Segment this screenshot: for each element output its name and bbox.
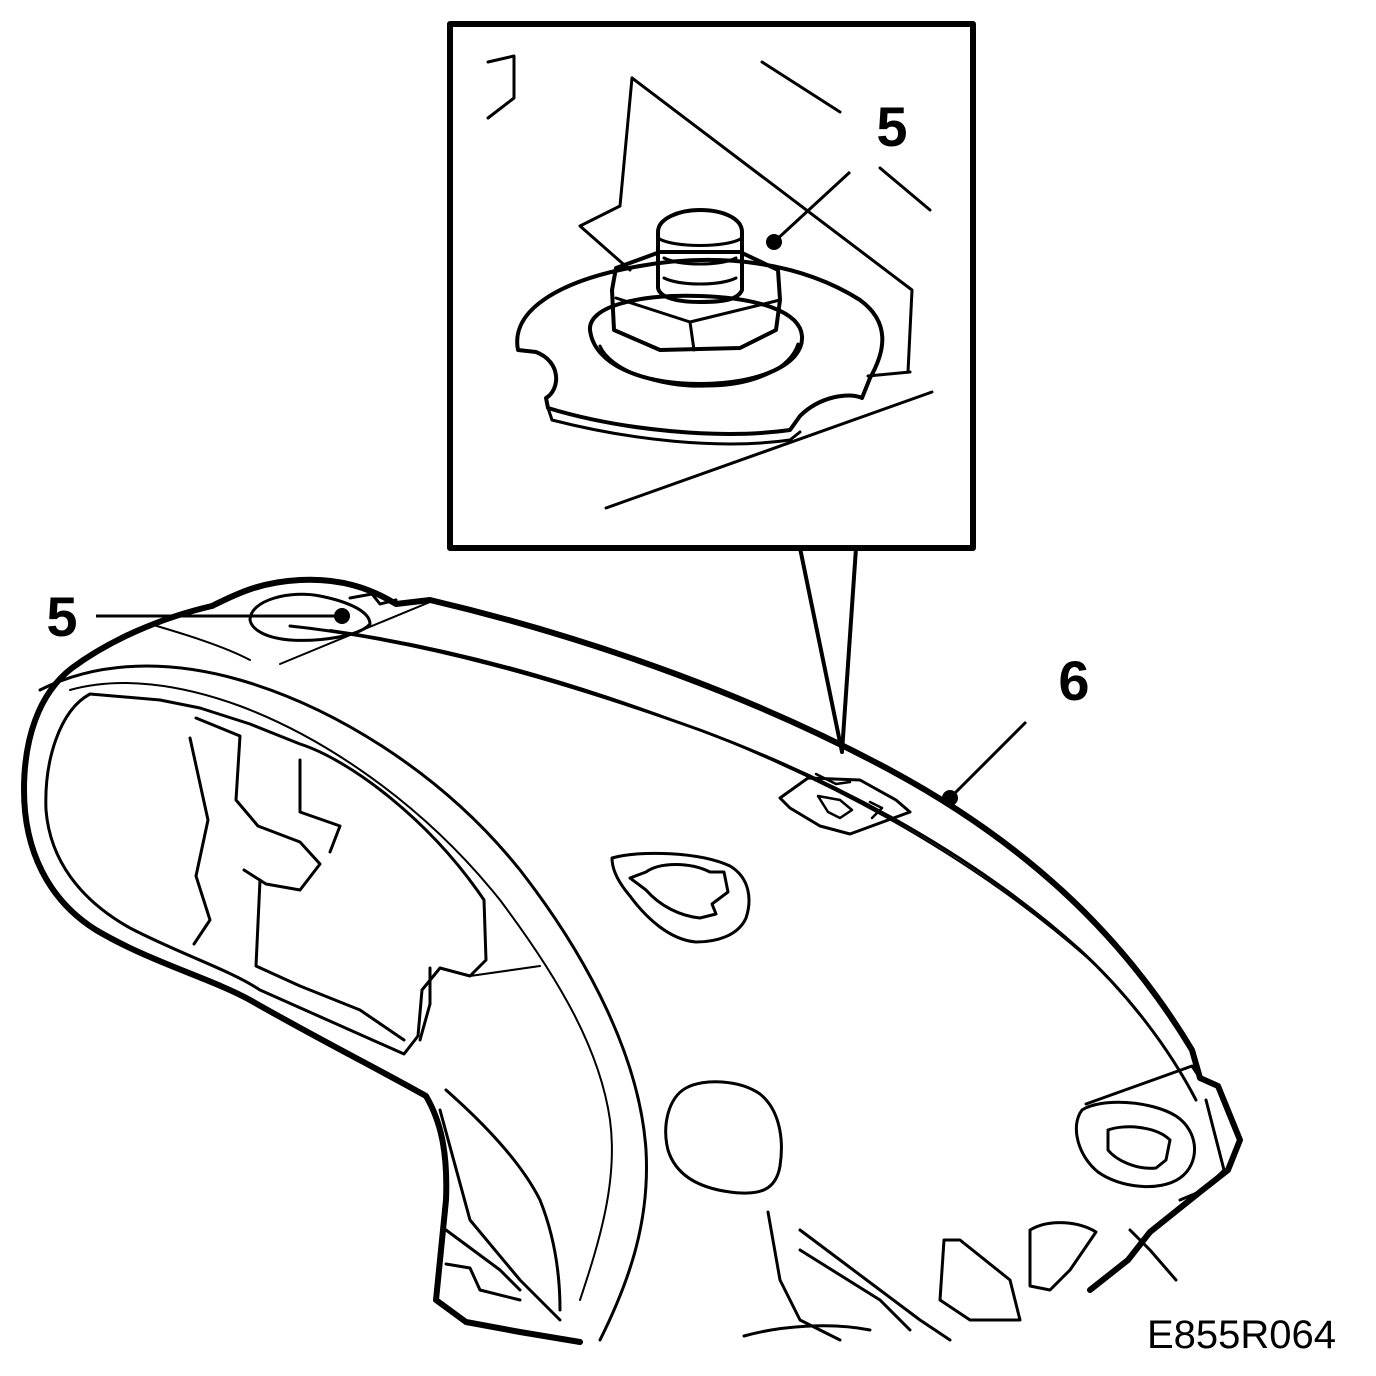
dash-speaker: [610, 851, 751, 944]
leader-inset-fastener: [772, 170, 852, 244]
inset-pointer: [798, 546, 858, 754]
dashboard-outline: [209, 576, 1243, 1293]
leader-dot-dashboard: [942, 790, 958, 806]
leader-lines: [96, 170, 1028, 800]
center-vent: [664, 1080, 783, 1195]
right-boss: [1074, 1100, 1196, 1189]
detail-inset: [447, 21, 976, 754]
leader-dot-dash: [334, 608, 350, 624]
instrument-cavity: [44, 692, 488, 1056]
leader-dashboard: [948, 720, 1028, 800]
leader-dot-inset: [766, 234, 782, 250]
stud: [656, 208, 744, 304]
washer-plate: [515, 258, 885, 436]
callout-dashboard: 6: [1058, 649, 1089, 712]
left-boss: [248, 592, 372, 642]
callout-dash-fastener: 5: [46, 585, 77, 648]
figure-reference-code: E855R064: [1147, 1313, 1336, 1357]
fastener-seat: [778, 776, 912, 836]
dashboard-left-outline: [21, 603, 583, 1345]
leader-dots: [334, 234, 958, 806]
callout-inset-fastener: 5: [876, 95, 907, 158]
inset-frame: [447, 21, 976, 551]
dashboard-panel: [21, 576, 1243, 1345]
top-edge-band: [288, 624, 1198, 1102]
